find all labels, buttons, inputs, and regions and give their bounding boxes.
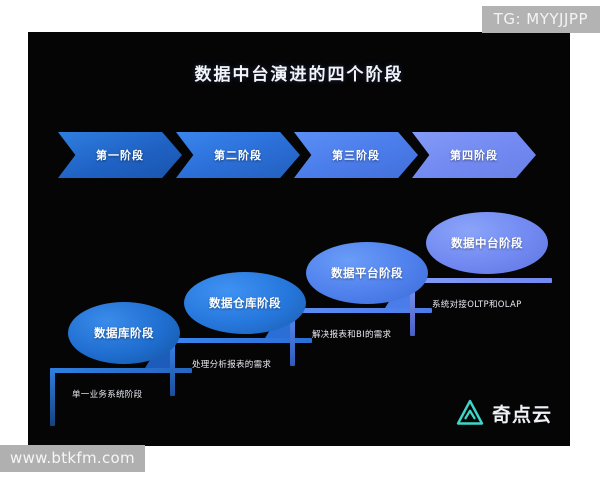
- chevron-phase-4-label: 第四阶段: [450, 149, 498, 162]
- caption-phase-1: 单一业务系统阶段: [72, 390, 143, 400]
- step-4-riser: [410, 278, 415, 336]
- chevron-phase-3-label: 第三阶段: [332, 149, 380, 162]
- site-watermark: www.btkfm.com: [0, 445, 145, 472]
- bubble-phase-2[interactable]: 数据仓库阶段: [184, 272, 306, 334]
- page-title: 数据中台演进的四个阶段: [194, 65, 404, 85]
- bubble-phase-1[interactable]: 数据库阶段: [68, 302, 180, 364]
- step-3-riser: [290, 308, 295, 366]
- brand-logo: 奇点云: [455, 398, 552, 428]
- bubble-phase-4[interactable]: 数据中台阶段: [426, 212, 548, 274]
- caption-phase-2: 处理分析报表的需求: [192, 360, 272, 370]
- step-3-top-bar: [290, 308, 432, 313]
- brand-logo-text: 奇点云: [491, 403, 552, 426]
- bubble-phase-1-label: 数据库阶段: [94, 326, 154, 340]
- slide-canvas: 数据中台演进的四个阶段 第一阶段 第二阶段 第三阶段 第四阶段 数据库阶段 数: [28, 32, 570, 446]
- bubble-phase-3[interactable]: 数据平台阶段: [306, 242, 428, 304]
- telegram-watermark: TG: MYYJJPP: [481, 6, 600, 33]
- chevron-phase-2-label: 第二阶段: [214, 149, 262, 162]
- step-1-top-bar: [50, 368, 192, 373]
- bubble-phase-3-label: 数据平台阶段: [331, 266, 403, 280]
- step-2-riser: [170, 338, 175, 396]
- chevron-phase-1-label: 第一阶段: [96, 149, 144, 162]
- step-1-riser: [50, 368, 55, 426]
- caption-phase-3: 解决报表和BI的需求: [312, 330, 392, 340]
- bubble-phase-4-label: 数据中台阶段: [451, 236, 523, 250]
- triangle-a-mark-icon: [456, 399, 484, 425]
- chevron-phase-2[interactable]: 第二阶段: [176, 132, 300, 178]
- chevron-phase-3[interactable]: 第三阶段: [294, 132, 418, 178]
- bubble-phase-2-label: 数据仓库阶段: [209, 296, 281, 310]
- chevron-phase-4[interactable]: 第四阶段: [412, 132, 536, 178]
- step-4-top-bar: [410, 278, 552, 283]
- chevron-phase-1[interactable]: 第一阶段: [58, 132, 182, 178]
- step-2-top-bar: [170, 338, 312, 343]
- caption-phase-4: 系统对接OLTP和OLAP: [432, 300, 522, 310]
